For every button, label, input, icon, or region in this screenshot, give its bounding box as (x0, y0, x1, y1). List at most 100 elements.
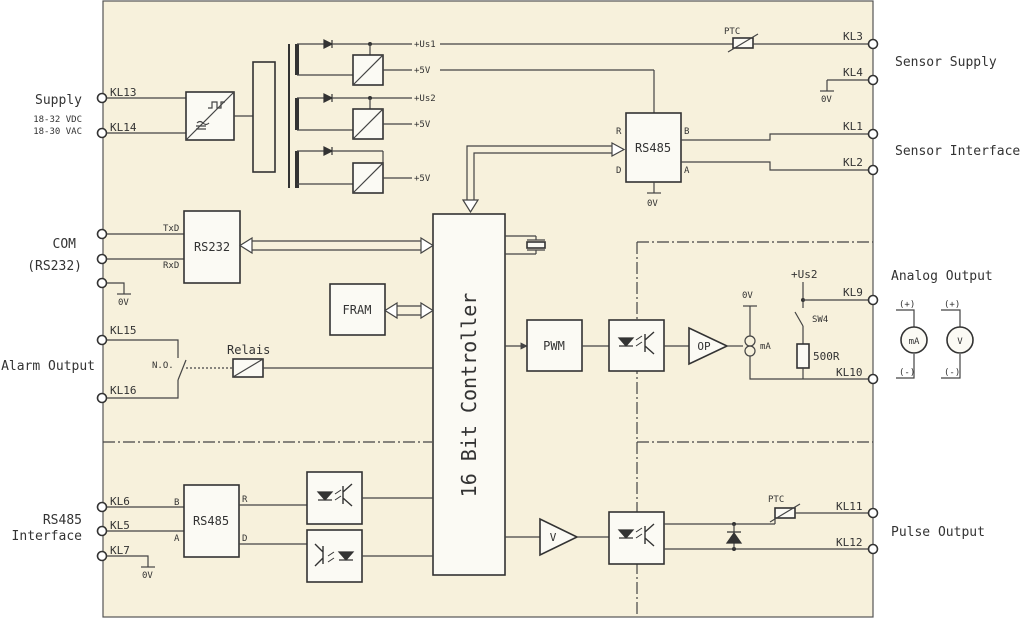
bus-controller-rs485 (466, 145, 612, 200)
voltmeter-icon (946, 326, 974, 354)
terminal-com-txd[interactable] (96, 228, 108, 240)
pwm-label: PWM (543, 339, 565, 353)
optocoupler-rs485-2 (306, 529, 363, 583)
label-kl3: KL3 (843, 30, 863, 43)
square-wave-icon (208, 101, 225, 109)
label-kl6: KL6 (110, 495, 130, 508)
label-kl2: KL2 (843, 156, 863, 169)
phototransistor-icon (314, 543, 324, 567)
label-kl7: KL7 (110, 544, 130, 557)
led-icon (617, 337, 635, 347)
label-kl9: KL9 (843, 286, 863, 299)
terminal-kl14[interactable] (96, 127, 108, 139)
pwm-block (526, 319, 583, 372)
label-supply-dc: 18-32 VDC (33, 115, 82, 125)
terminal-kl5[interactable] (96, 525, 108, 537)
terminal-kl15[interactable] (96, 334, 108, 346)
meter-ma-label: mA (909, 337, 920, 347)
terminal-kl2[interactable] (867, 164, 879, 176)
pin-d-bottom: D (242, 534, 247, 544)
label-supply-ac: 18-30 VAC (33, 127, 82, 137)
terminal-kl16[interactable] (96, 392, 108, 404)
signal-us1: +Us1 (414, 40, 436, 50)
terminal-kl9[interactable] (867, 294, 879, 306)
switch-sw4[interactable] (794, 311, 804, 327)
label-ma-source: mA (760, 342, 771, 352)
led-icon (617, 529, 635, 539)
fram-label: FRAM (343, 303, 372, 317)
pin-rxd: RxD (163, 261, 179, 271)
terminal-kl3[interactable] (867, 38, 879, 50)
pin-a-bottom: A (174, 534, 180, 544)
label-kl5: KL5 (110, 519, 130, 532)
rs485-top-label: RS485 (635, 141, 671, 155)
op-label: OP (697, 340, 711, 353)
op-amp (688, 326, 729, 366)
pin-r-top: R (616, 127, 622, 137)
meter-plus-2: (+) (944, 300, 960, 310)
signal-5v-a: +5V (414, 66, 431, 76)
pin-r-bottom: R (242, 495, 248, 505)
phototransistor-icon (342, 483, 353, 507)
fram-block (329, 283, 386, 336)
resistor-500r (796, 343, 810, 369)
rs232-label: RS232 (194, 240, 230, 254)
terminal-kl11[interactable] (867, 507, 879, 519)
ma-meter-icon (900, 326, 928, 354)
signal-5v-c: +5V (414, 174, 431, 184)
v-amp (539, 517, 579, 557)
terminal-kl12[interactable] (867, 543, 879, 555)
label-ptc-top: PTC (724, 27, 740, 37)
terminal-com-rxd[interactable] (96, 253, 108, 265)
label-kl1: KL1 (843, 120, 863, 133)
controller-block (432, 213, 506, 576)
label-com: COM (53, 237, 77, 252)
label-alarm-output: Alarm Output (1, 359, 95, 374)
pin-txd: TxD (163, 224, 179, 234)
rs485-bottom-label: RS485 (193, 514, 229, 528)
optocoupler-pulse (608, 511, 665, 565)
label-500r: 500R (813, 350, 840, 363)
terminal-com-gnd[interactable] (96, 277, 108, 289)
label-0v-analog: 0V (742, 291, 753, 301)
optocoupler-rs485-1 (306, 471, 363, 525)
label-supply: Supply (35, 93, 82, 108)
label-kl14: KL14 (110, 121, 137, 134)
v-amp-label: V (550, 531, 557, 544)
pin-d-top: D (616, 166, 621, 176)
label-kl13: KL13 (110, 86, 137, 99)
label-rs485: RS485 (43, 513, 82, 528)
label-0v-kl4: 0V (821, 95, 832, 105)
label-0v-rs485-top: 0V (647, 199, 658, 209)
meter-minus-1: (-) (899, 368, 915, 378)
meter-v-label: V (957, 337, 963, 347)
terminal-kl7[interactable] (96, 550, 108, 562)
terminal-kl4[interactable] (867, 74, 879, 86)
terminal-kl1[interactable] (867, 128, 879, 140)
terminal-kl6[interactable] (96, 501, 108, 513)
label-kl16: KL16 (110, 384, 137, 397)
phototransistor-icon (644, 331, 655, 355)
label-sensor-interface: Sensor Interface (895, 144, 1020, 159)
pin-b-bottom: B (174, 498, 179, 508)
led-icon (316, 491, 334, 501)
signal-5v-b: +5V (414, 120, 431, 130)
label-com-sub: (RS232) (27, 259, 82, 274)
relay-contact (177, 359, 187, 381)
label-us2-switch: +Us2 (791, 268, 818, 281)
label-kl12: KL12 (836, 536, 863, 549)
label-sw4: SW4 (812, 315, 828, 325)
terminal-kl13[interactable] (96, 92, 108, 104)
led-icon (337, 551, 355, 561)
terminal-kl10[interactable] (867, 373, 879, 385)
label-kl4: KL4 (843, 66, 863, 79)
label-kl10: KL10 (836, 366, 863, 379)
label-analog-output: Analog Output (891, 269, 993, 284)
pin-b-top: B (684, 127, 689, 137)
meter-minus-2: (-) (944, 368, 960, 378)
label-0v-kl7: 0V (142, 571, 153, 581)
optocoupler-analog (608, 319, 665, 372)
controller-label: 16 Bit Controller (457, 293, 481, 498)
